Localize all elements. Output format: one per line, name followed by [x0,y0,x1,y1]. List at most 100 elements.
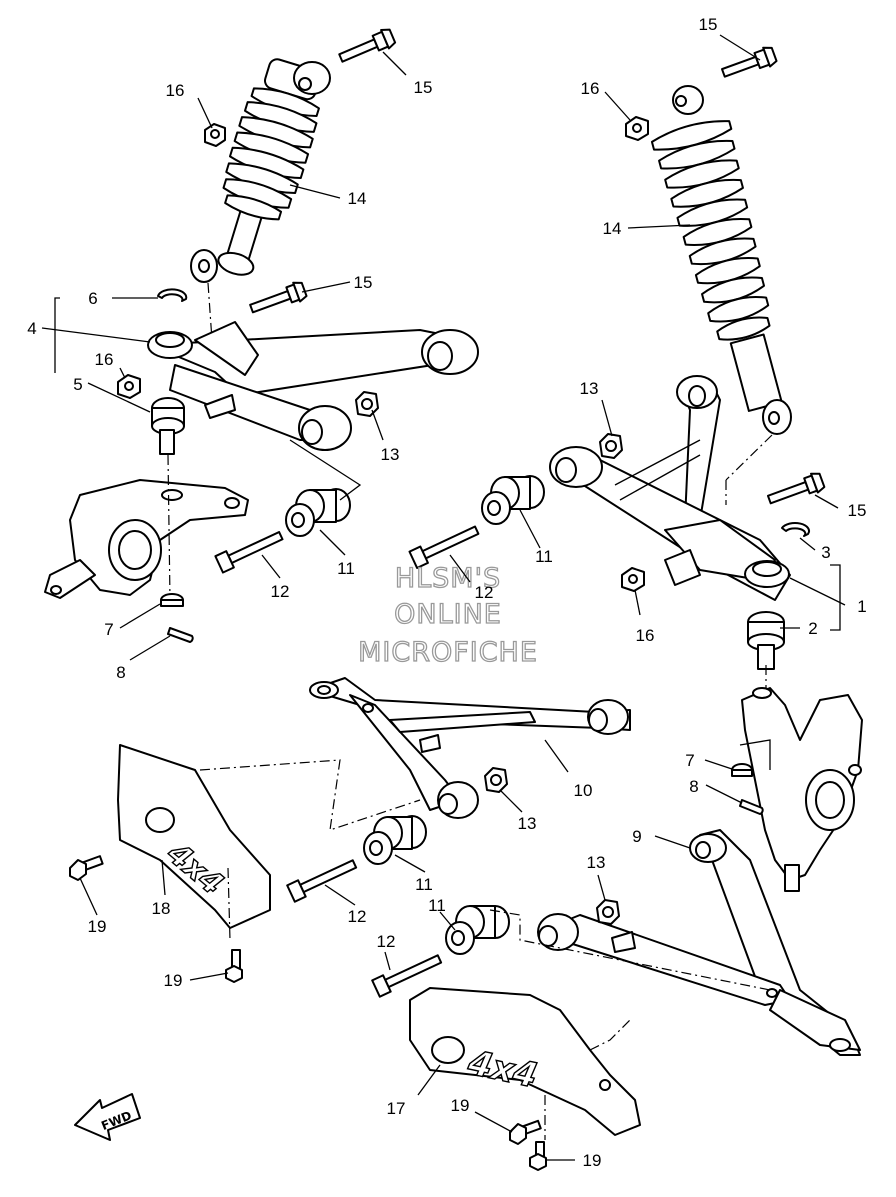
leader-dash [589,1019,631,1051]
leader-dash [207,282,213,341]
callout-17: 17 [387,1099,406,1118]
callout-8: 8 [689,777,698,796]
callout-14: 14 [348,189,367,208]
steering-knuckle-right[interactable] [741,687,863,892]
watermark: HLSM'S ONLINE MICROFICHE [357,562,538,668]
nut-16-top-left[interactable] [204,123,226,147]
nut-16-left-mid[interactable] [117,374,141,399]
nut-13-left[interactable] [355,391,379,417]
cotter-pin-8-left[interactable] [167,627,194,643]
circlip-3-right[interactable] [781,522,811,537]
watermark-line-2: ONLINE [394,599,502,630]
leader-dash [167,454,171,601]
cotter-pin-8-right[interactable] [739,799,764,815]
leader-line [739,739,771,770]
ball-joint-cover-4[interactable] [147,331,193,359]
bushing-11-lower-left[interactable] [363,815,427,865]
bolt-12-left[interactable] [214,527,284,574]
bolt-15-mid-right[interactable] [766,471,826,509]
callout-16: 16 [166,81,185,100]
callout-12: 12 [271,582,290,601]
nut-16-right-mid[interactable] [621,567,645,592]
callout-16: 16 [581,79,600,98]
callout-8: 8 [116,663,125,682]
bolt-12-lower-right[interactable] [371,951,443,998]
lower-arm-left[interactable] [309,677,631,819]
left-shock-absorber[interactable] [190,54,332,284]
watermark-line-1: HLSM'S [395,563,501,594]
callout-11: 11 [428,896,446,915]
bolt-12-right[interactable] [408,522,480,569]
skid-plate-17[interactable]: 4x4 [409,987,641,1140]
nut-13-lower-left[interactable] [484,767,508,793]
leader-dash [489,909,771,991]
callout-19: 19 [451,1096,470,1115]
callout-13: 13 [381,445,400,464]
callout-1: 1 [857,597,866,616]
callout-18: 18 [152,899,171,918]
ball-joint-cover-1[interactable] [744,560,790,588]
callout-2: 2 [808,619,817,638]
nut-13-right[interactable] [599,433,623,459]
right-upper-arm[interactable] [549,375,791,601]
callout-11: 11 [415,875,433,894]
bushing-11-right[interactable] [481,475,545,525]
bolt-19-bottom-mid[interactable] [509,1119,542,1145]
callout-15: 15 [699,15,718,34]
nut-13-lower-right[interactable] [596,899,620,925]
bolt-15-mid-left[interactable] [248,280,308,318]
leader-lines [41,34,846,1161]
leader-dash [725,434,773,481]
bolt-15-top-left[interactable] [337,27,397,67]
steering-knuckle-left[interactable] [44,479,249,599]
skid-plate-18[interactable]: 4x4 [117,744,271,941]
callout-16: 16 [95,350,114,369]
callout-12: 12 [475,583,494,602]
leader-dash [199,759,421,831]
callout-5: 5 [73,375,82,394]
ball-joint-2-right[interactable] [747,611,785,670]
bolt-12-lower-left[interactable] [286,856,358,903]
callout-19: 19 [583,1151,602,1170]
ball-joint-5-left[interactable] [151,397,185,455]
leader-line [289,439,362,501]
callout-11: 11 [337,559,355,578]
watermark-line-3: MICROFICHE [358,637,538,668]
right-shock-absorber[interactable] [650,85,803,435]
bolt-19-lower-left[interactable] [225,949,243,983]
callout-15: 15 [354,273,373,292]
callout-11: 11 [535,547,553,566]
callout-4: 4 [27,319,36,338]
callout-15: 15 [848,501,867,520]
circlip-6-left[interactable] [157,288,188,302]
callout-7: 7 [685,751,694,770]
bolt-19-bottom-right[interactable] [529,1141,547,1171]
callout-19: 19 [164,971,183,990]
callout-12: 12 [348,907,367,926]
bolt-15-top-right[interactable] [720,45,778,82]
bushing-11-lower-right[interactable] [445,905,510,955]
bushing-11-left[interactable] [285,488,351,537]
castle-nut-7-right[interactable] [731,763,753,777]
callout-13: 13 [518,814,537,833]
lower-arm-right[interactable] [537,829,861,1056]
callout-15: 15 [414,78,433,97]
callout-19: 19 [88,917,107,936]
callout-12: 12 [377,932,396,951]
castle-nut-7-left[interactable] [160,593,184,607]
callout-14: 14 [603,219,622,238]
callout-9: 9 [632,827,641,846]
callout-3: 3 [821,543,830,562]
bolt-19-left[interactable] [69,855,104,881]
forward-direction-arrow: FWD [74,1093,141,1141]
callout-7: 7 [104,620,113,639]
callout-16: 16 [636,626,655,645]
callout-13: 13 [587,853,606,872]
callout-labels: 16 15 14 6 4 16 5 15 13 11 12 7 8 15 16 … [27,15,866,1170]
callout-6: 6 [88,289,97,308]
callout-13: 13 [580,379,599,398]
left-upper-arm[interactable] [149,321,479,451]
callout-10: 10 [574,781,593,800]
nut-16-top-right[interactable] [625,116,649,141]
